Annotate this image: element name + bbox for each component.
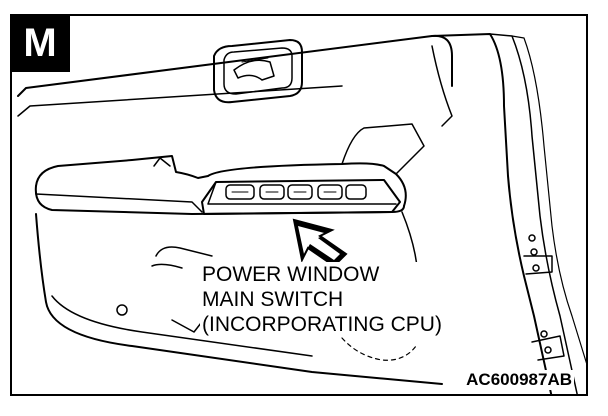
screw bbox=[116, 304, 128, 316]
callout-line-1: POWER WINDOW bbox=[202, 263, 380, 286]
callout-line-3: (INCORPORATING CPU) bbox=[202, 313, 442, 336]
arrow-pointer-icon bbox=[292, 218, 348, 268]
door-pocket bbox=[155, 246, 213, 257]
inner-handle bbox=[213, 39, 303, 104]
armrest-lower bbox=[34, 185, 405, 215]
section-badge: M bbox=[10, 14, 70, 72]
diagram-frame: POWER WINDOW MAIN SWITCH (INCORPORATING … bbox=[10, 14, 588, 396]
hinge-bolts bbox=[523, 234, 565, 361]
door-panel-illustration bbox=[17, 33, 586, 394]
callout-label: POWER WINDOW MAIN SWITCH (INCORPORATING … bbox=[200, 262, 444, 337]
callout-line-2: MAIN SWITCH bbox=[202, 288, 344, 311]
door-frame-edge bbox=[431, 33, 553, 394]
figure-code: AC600987AB bbox=[464, 370, 574, 390]
door-lower-body bbox=[35, 213, 443, 385]
power-window-switch-panel bbox=[201, 179, 401, 215]
